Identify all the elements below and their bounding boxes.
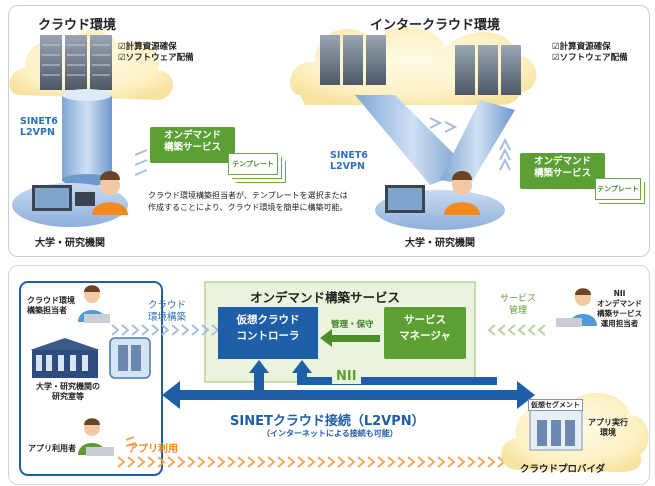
nii-op-line: 運用担当者 xyxy=(600,319,639,329)
sinet-connection-label: SINETクラウド接続（L2VPN） xyxy=(230,414,425,429)
description-line: クラウド環境構築担当者が、テンプレートを選択または xyxy=(148,191,348,200)
cloud-provider-cloud xyxy=(501,392,649,472)
nii-op-line: NII xyxy=(613,289,626,298)
service-mgmt-line: サービス xyxy=(500,294,537,304)
builder-line: 構築担当者 xyxy=(27,306,67,316)
template-doc-left: テンプレート xyxy=(228,153,278,175)
template-doc-right: テンプレート xyxy=(595,178,641,200)
ondemand-box-left: オンデマンド 構築サービス xyxy=(150,127,235,163)
cloud-build-arrow xyxy=(111,324,220,336)
sinet-label-line: L2VPN xyxy=(330,161,365,173)
nii-label: NII xyxy=(332,369,361,384)
checklist-item: ☑ソフトウェア配備 xyxy=(552,53,628,64)
cloud-build-line: クラウド xyxy=(148,300,187,311)
univ-lab-line: 研究室等 xyxy=(52,392,84,402)
sinet-connection-sub: （インターネットによる接続も可能） xyxy=(262,429,398,438)
service-mgmt-line: 管理 xyxy=(509,305,528,316)
virtual-cloud-controller: 仮想クラウド コントローラ xyxy=(218,307,318,359)
checklist-left: ☑計算資源確保 ☑ソフトウェア配備 xyxy=(118,42,194,64)
university-building-icon xyxy=(30,338,100,378)
service-mgr-line: マネージャ xyxy=(399,329,451,342)
controller-line: 仮想クラウド xyxy=(236,314,300,326)
person-at-laptop-left xyxy=(32,171,128,215)
lab-server-icon xyxy=(109,337,151,379)
dashed-arrows-left xyxy=(134,149,148,176)
person-at-laptop-right xyxy=(385,171,480,215)
sinet-label-line: SINET6 xyxy=(330,150,368,161)
management-label: 管理・保守 xyxy=(331,320,374,330)
vpn-cylinder-left xyxy=(62,89,112,186)
builder-line: クラウド環境 xyxy=(27,296,75,305)
service-mgmt-label: サービス 管理 xyxy=(500,294,536,317)
description-text: クラウド環境構築担当者が、テンプレートを選択または 作成することにより、クラウド… xyxy=(148,190,348,215)
cloud-env-title: クラウド環境 xyxy=(38,18,117,33)
app-exec-line: アプリ実行 xyxy=(588,418,628,427)
app-use-arrow xyxy=(117,436,506,468)
checklist-right: ☑計算資源確保 ☑ソフトウェア配備 xyxy=(552,42,628,64)
checklist-item: ☑計算資源確保 xyxy=(552,42,611,52)
univ-lab-line: 大学・研究機関の xyxy=(36,382,100,391)
bottom-panel xyxy=(8,265,650,485)
cloud-provider-label: クラウドプロバイダ xyxy=(520,464,606,475)
service-mgmt-arrow xyxy=(487,324,546,336)
sinet-label-line: L2VPN xyxy=(20,127,55,139)
nii-operator-icon xyxy=(556,288,597,327)
ondemand-title: オンデマンド構築サービス xyxy=(250,290,401,305)
app-use-label: アプリ利用 xyxy=(128,444,178,455)
ondemand-line: 構築サービス xyxy=(533,168,591,180)
server-rack-right-1 xyxy=(320,35,386,85)
service-manager: サービス マネージャ xyxy=(384,307,466,359)
ondemand-line: オンデマンド xyxy=(533,156,591,167)
checklist-item: ☑ソフトウェア配備 xyxy=(118,53,194,64)
app-exec-line: 環境 xyxy=(600,428,616,438)
sinet-label-right: SINET6 L2VPN xyxy=(330,150,368,173)
management-arrow xyxy=(320,329,380,347)
server-rack-left xyxy=(40,35,112,90)
nii-operator-label: NII オンデマンド 構築サービス 運用担当者 xyxy=(597,289,642,330)
sinet-arrows xyxy=(162,360,535,409)
server-rack-right-2 xyxy=(455,45,521,95)
cloud-build-line: 環境構築 xyxy=(148,312,187,324)
vpn-cylinder-right-1 xyxy=(355,95,470,185)
ondemand-line: オンデマンド xyxy=(163,130,221,141)
controller-line: コントローラ xyxy=(236,329,300,342)
university-label-right: 大学・研究機関 xyxy=(405,238,475,249)
ondemand-box-right: オンデマンド 構築サービス xyxy=(520,153,605,189)
university-label-left: 大学・研究機関 xyxy=(35,238,105,249)
vpn-cylinder-right-2 xyxy=(440,100,515,185)
service-mgr-line: サービス xyxy=(404,314,446,326)
builder-label: クラウド環境 構築担当者 xyxy=(27,296,75,317)
univ-lab-label: 大学・研究機関の 研究室等 xyxy=(36,382,100,403)
app-user-label: アプリ利用者 xyxy=(28,444,76,453)
checklist-item: ☑計算資源確保 xyxy=(118,42,177,52)
nii-op-line: 構築サービス xyxy=(597,309,642,319)
builder-person-icon xyxy=(78,285,110,323)
ondemand-line: 構築サービス xyxy=(163,142,221,154)
app-user-person-icon xyxy=(78,418,114,456)
sinet-label-line: SINET6 xyxy=(20,116,58,127)
dashed-arrows-right xyxy=(429,117,511,171)
virtual-segment-label: 仮想セグメント xyxy=(528,399,583,411)
intercloud-title: インタークラウド環境 xyxy=(370,18,501,33)
description-line: 作成することにより、クラウド環境を簡単に構築可能。 xyxy=(148,203,348,213)
sinet-label-left: SINET6 L2VPN xyxy=(20,116,58,139)
cloud-build-label: クラウド 環境構築 xyxy=(148,300,186,325)
nii-op-line: オンデマンド xyxy=(597,299,642,309)
app-exec-label: アプリ実行 環境 xyxy=(588,418,628,439)
